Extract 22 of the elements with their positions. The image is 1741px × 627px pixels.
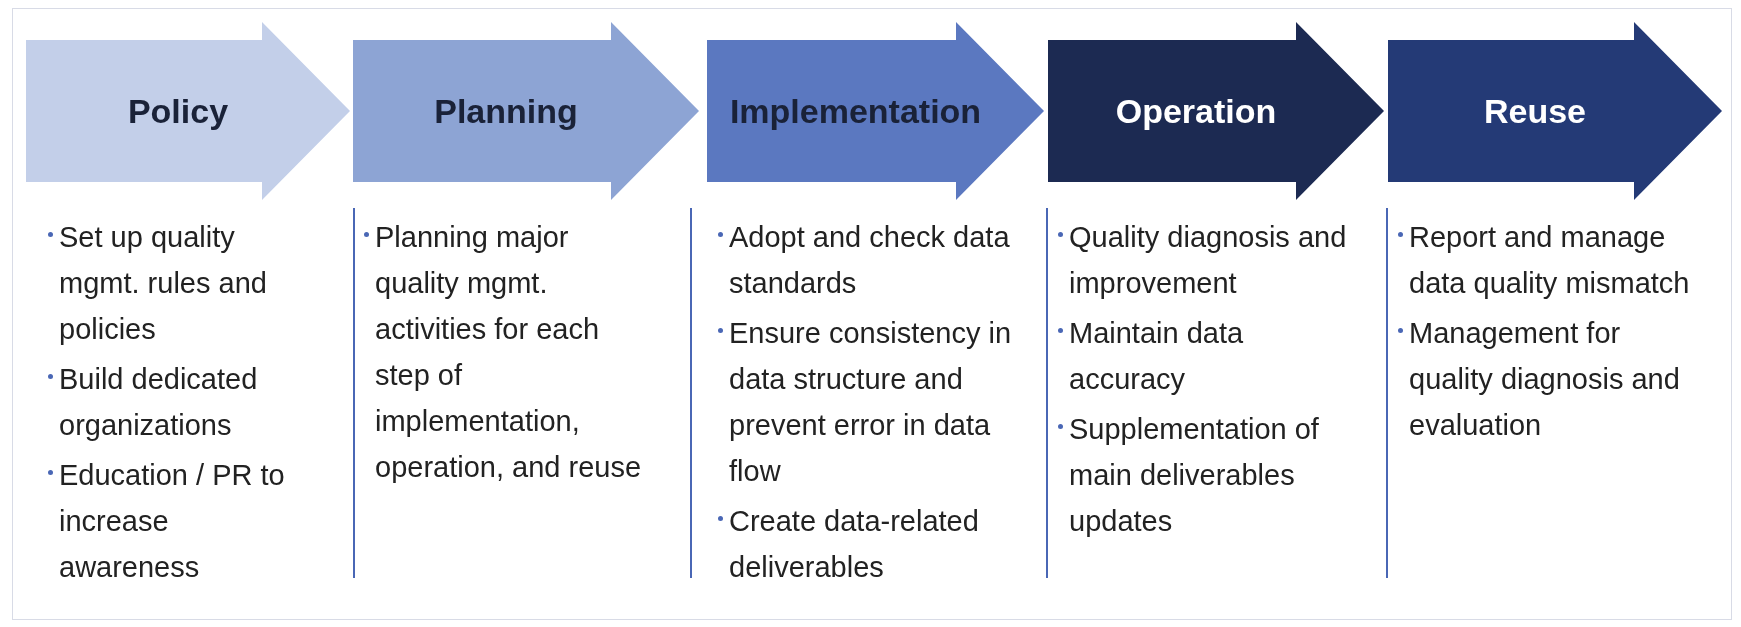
stage-banner: [26, 22, 350, 200]
stage-banner: [1048, 22, 1384, 200]
stage-banner: [353, 22, 699, 200]
bullet-text: Set up quality mgmt. rules and policies: [59, 220, 268, 347]
stage-title: Implementation: [729, 90, 982, 132]
bullet-text: Planning major quality mgmt. activities for each step of implementation, operation, and reuse: [375, 220, 643, 485]
bullet-text: Build dedicated organizations: [59, 362, 259, 443]
bullet-text: Management for quality diagnosis and evaluation: [1409, 316, 1681, 443]
stage-title: Policy: [127, 90, 229, 132]
bullet-text: Maintain data accuracy: [1069, 316, 1245, 397]
stage-title: Operation: [1115, 90, 1277, 132]
bullet-text: Education / PR to increase awareness: [59, 458, 286, 585]
stage-banner: [1388, 22, 1722, 200]
stage-banner: [707, 22, 1044, 200]
bullet-text: Ensure consistency in data structure and prevent error in data flow: [729, 316, 1013, 489]
bullet-text: Adopt and check data standards: [729, 220, 1011, 301]
bullet-text: Create data-related deliverables: [729, 504, 980, 585]
bullet-text: Supplementation of main deliverables updates: [1069, 412, 1320, 539]
stage-title: Reuse: [1483, 90, 1587, 132]
bullet-text: Report and manage data quality mismatch: [1409, 220, 1691, 301]
stage-title: Planning: [434, 90, 578, 132]
bullet-text: Quality diagnosis and improvement: [1069, 220, 1348, 301]
